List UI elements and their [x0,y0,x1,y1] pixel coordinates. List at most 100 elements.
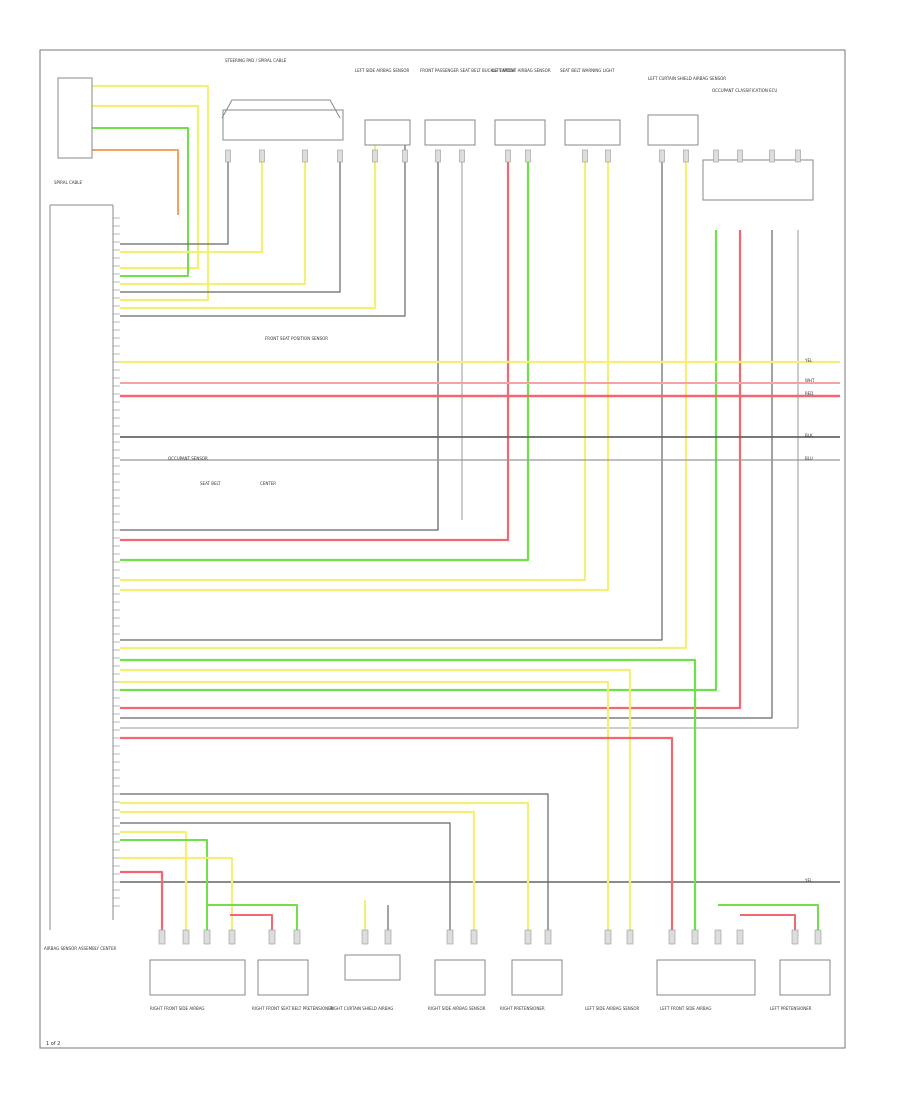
bottom-component-label: LEFT PRETENSIONER [770,1006,812,1011]
bottom-component-label: RIGHT PRETENSIONER [500,1006,545,1011]
wire-green [120,839,208,935]
wire-red [740,914,796,935]
bottom-connector-terminal [228,929,236,945]
mid-label-front-seat: FRONT SEAT POSITION SENSOR [265,336,328,341]
wire-green [718,904,819,935]
continuation-mark: YEL [804,878,813,883]
wire-yellow [120,810,476,935]
bottom-connector-terminal [203,929,211,945]
top-connector-terminal [225,149,231,163]
wire-black [120,793,549,935]
top-component-label: SEAT BELT WARNING LIGHT [560,68,615,73]
wire-yellow [120,801,530,935]
top-connector-terminal [582,149,588,163]
top-connector-terminal [713,149,719,163]
wire-yellow [120,830,188,935]
bottom-connector-terminal [470,929,478,945]
bottom-connector-terminal [791,929,799,945]
bottom-connector-terminal [361,929,369,945]
bottom-connector-terminal [384,929,392,945]
top-component-label: FRONT PASSENGER SEAT BELT BUCKLE SWITCH [420,68,515,73]
right-front-side-airbag-box [149,959,246,996]
wire-yellow [92,84,210,302]
mid-label-center: CENTER [260,481,276,486]
wire-red [120,736,674,935]
right-curtain-airbag-box [344,954,401,981]
top-component-label: LEFT FRONT AIRBAG SENSOR [492,68,551,73]
top-connector-terminal [402,149,408,163]
top-connector-terminal [505,149,511,163]
right-pretensioner-2-box [511,959,563,996]
diagram-frame [39,49,846,1049]
bottom-connector-terminal [524,929,532,945]
bottom-component-label: LEFT SIDE AIRBAG SENSOR [585,1006,640,1011]
left-curtain-sensor-box [647,114,699,146]
wire-red [120,230,742,710]
mid-label-seatbelt: SEAT BELT [200,481,221,486]
seat-belt-buckle-box [424,119,476,146]
wire-yellow [120,150,610,592]
wire-yellow [120,680,610,935]
bottom-component-label: RIGHT FRONT SEAT BELT PRETENSIONER [252,1006,334,1011]
bottom-connector-terminal [814,929,822,945]
horn-label: SPIRAL CABLE [54,180,82,185]
wire-yellow [120,668,632,935]
top-connector-terminal [769,149,775,163]
continuation-mark: RED [805,391,813,396]
wire-black [120,145,406,317]
wire-red [230,914,273,935]
wire-yellow [120,150,307,286]
top-component-label: LEFT SIDE AIRBAG SENSOR [355,68,410,73]
bottom-component-label: RIGHT SIDE AIRBAG SENSOR [428,1006,486,1011]
bottom-connector-terminal [158,929,166,945]
spiral-cable-box [57,77,93,159]
top-connector-terminal [435,149,441,163]
wire-orange [92,149,179,215]
steering-pad-outline [221,99,341,119]
wire-yellow [120,145,377,310]
wire-yellow [120,856,234,935]
top-connector-terminal [605,149,611,163]
right-pretensioner-box [257,959,309,996]
top-component-label: STEERING PAD / SPIRAL CABLE [225,58,287,63]
bottom-component-label: LEFT FRONT SIDE AIRBAG [660,1006,711,1011]
wire-black [120,150,439,531]
top-connector-terminal [737,149,743,163]
component-layer [49,77,831,996]
unit-label: AIRBAG SENSOR ASSEMBLY CENTER [44,946,117,951]
wire-layer [92,84,840,935]
top-connector-terminal [372,149,378,163]
page-number: 1 of 2 [46,1041,60,1047]
top-connector-terminal [683,149,689,163]
top-connector-terminal [259,149,265,163]
wire-black [120,150,229,245]
wire-yellow [120,150,688,650]
bottom-connector-terminal [293,929,301,945]
bottom-connector-terminal [626,929,634,945]
top-connector-terminal [795,149,801,163]
top-connector-terminal [459,149,465,163]
wire-green [207,904,298,935]
wire-green [92,127,189,277]
wire-black [120,822,451,935]
wire-black [120,150,663,641]
wire-red [120,150,510,542]
bottom-connector-terminal [691,929,699,945]
bottom-connector-terminal [446,929,454,945]
bottom-component-label: RIGHT CURTAIN SHIELD AIRBAG [330,1006,393,1011]
wire-black [120,230,773,719]
left-pretensioner-box [779,959,831,996]
top-connector-terminal [659,149,665,163]
wire-black [120,150,341,293]
continuation-mark: YEL [804,358,813,363]
left-front-side-airbag-box [656,959,756,996]
bottom-connector-terminal [544,929,552,945]
continuation-mark: BLU [805,456,813,461]
bottom-connector-terminal [268,929,276,945]
top-component-label: OCCUPANT CLASSIFICATION ECU [712,88,777,93]
continuation-mark: WHT [805,378,815,383]
bottom-connector-terminal [668,929,676,945]
continuation-mark: BLK [805,433,813,438]
mid-label-occupant: OCCUPANT SENSOR [168,456,208,461]
bottom-connector-terminal [604,929,612,945]
